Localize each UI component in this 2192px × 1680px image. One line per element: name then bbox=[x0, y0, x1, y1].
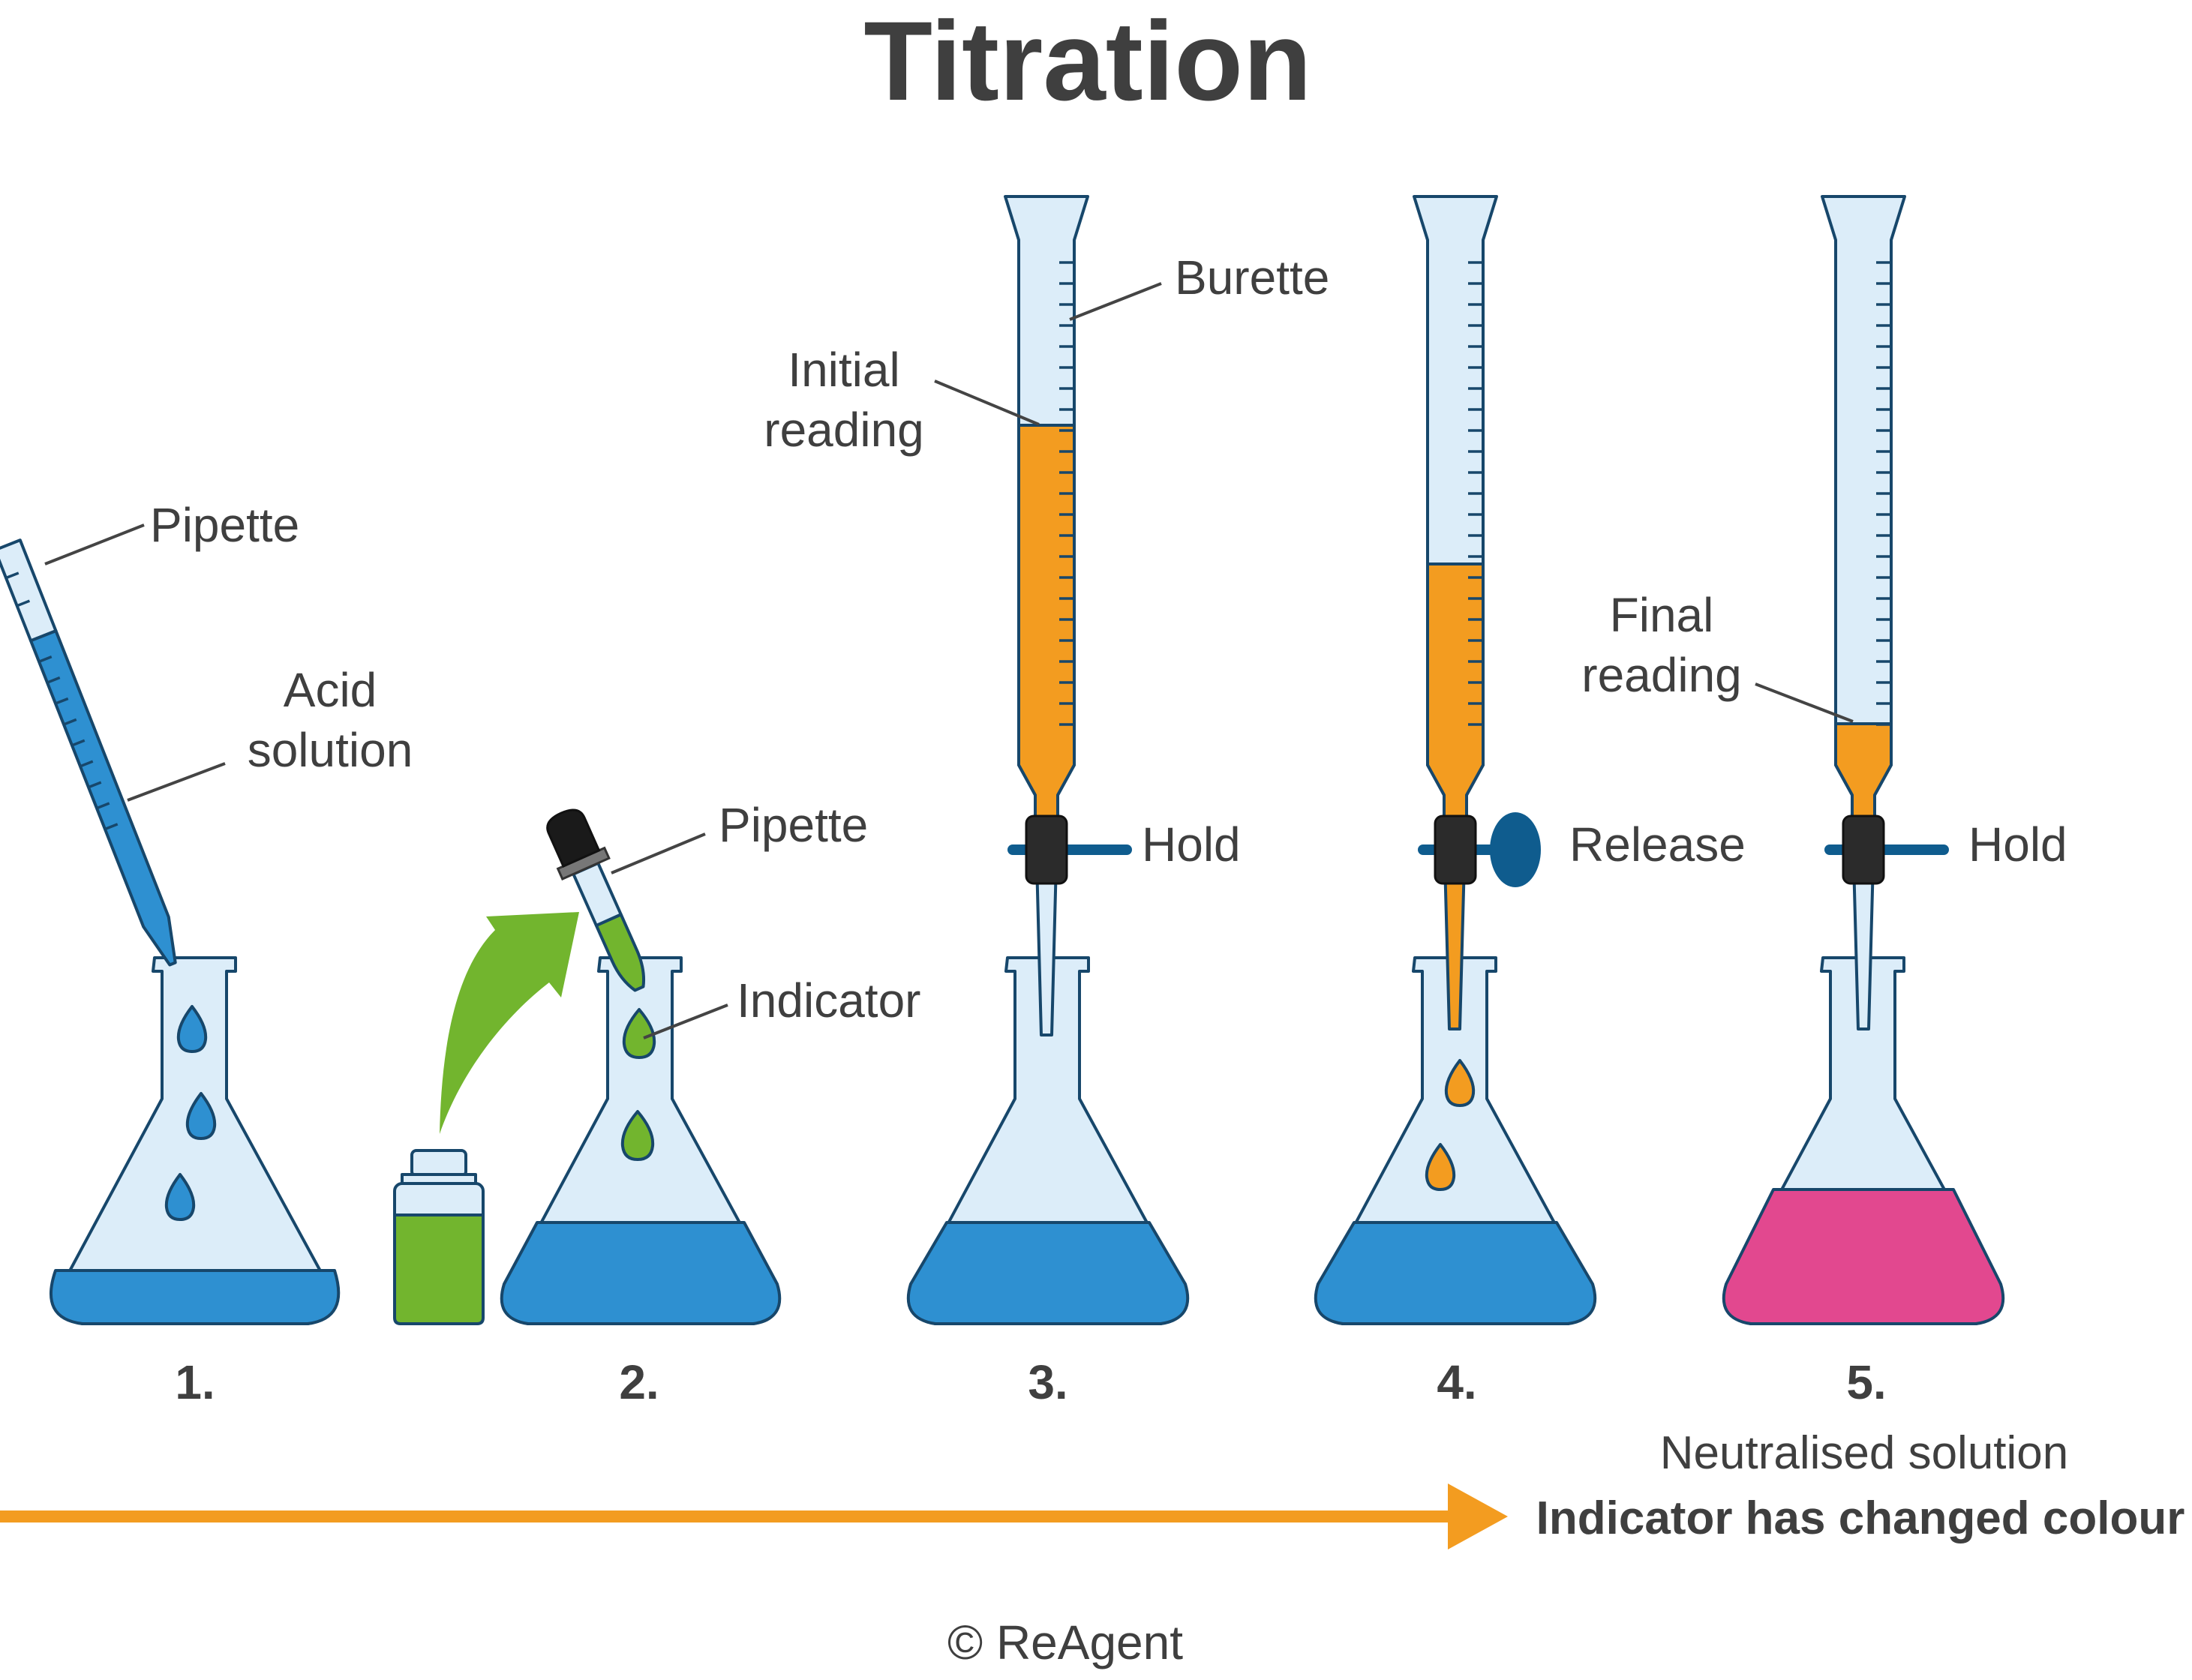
pipette-graduations bbox=[5, 572, 119, 831]
pipette-1 bbox=[0, 538, 177, 967]
label-final-line2: reading bbox=[1581, 648, 1742, 702]
burette-graduations bbox=[1468, 261, 1483, 726]
burette-4 bbox=[1413, 195, 1541, 1030]
step-number-1: 1. bbox=[175, 1355, 215, 1409]
acid-solution-1 bbox=[49, 1269, 341, 1325]
progress-arrow bbox=[0, 1484, 1508, 1550]
stopcock-3 bbox=[1025, 814, 1068, 885]
titrant-5 bbox=[1834, 722, 1893, 819]
step-3: Burette Initial reading Hold 3. bbox=[764, 195, 1329, 1409]
acid-drop-icon bbox=[176, 1005, 208, 1053]
dropper-bulb bbox=[546, 808, 601, 868]
flask-3 bbox=[906, 956, 1190, 1325]
step-number-5: 5. bbox=[1846, 1355, 1886, 1409]
step-number-4: 4. bbox=[1437, 1355, 1476, 1409]
burette-3 bbox=[1004, 195, 1132, 1036]
indicator-drop-icon bbox=[620, 1110, 655, 1161]
step-2: Pipette Indicator 2. bbox=[393, 798, 920, 1409]
stopcock-5 bbox=[1842, 814, 1885, 885]
caption-line1: Neutralised solution bbox=[1660, 1427, 2069, 1479]
titrant-drop-icon bbox=[1444, 1059, 1476, 1107]
arrow-head-icon bbox=[1448, 1484, 1508, 1550]
label-hold-5: Hold bbox=[1968, 818, 2067, 872]
label-initial-line1: Initial bbox=[788, 343, 899, 397]
flask-2 bbox=[500, 956, 782, 1325]
titrant-3 bbox=[1017, 424, 1076, 819]
label-acid-line1: Acid bbox=[284, 663, 377, 717]
label-hold-3: Hold bbox=[1142, 818, 1241, 872]
label-release-4: Release bbox=[1569, 818, 1746, 872]
burette-graduations bbox=[1876, 261, 1891, 726]
label-initial-line2: reading bbox=[764, 403, 924, 457]
stopcock-4 bbox=[1434, 814, 1477, 885]
step-5: Final reading Hold 5. Neutralised soluti… bbox=[1536, 195, 2185, 1544]
acid-solution-4 bbox=[1314, 1221, 1597, 1325]
caption-line2: Indicator has changed colour bbox=[1536, 1492, 2185, 1544]
label-indicator: Indicator bbox=[737, 974, 920, 1028]
transfer-arrow-icon bbox=[440, 912, 579, 1134]
label-final-line1: Final bbox=[1610, 588, 1714, 642]
titrant-drop-icon bbox=[1425, 1143, 1456, 1191]
neutralised-solution bbox=[1722, 1188, 2005, 1325]
diagram-title: Titration bbox=[863, 0, 1311, 124]
label-burette: Burette bbox=[1175, 250, 1329, 304]
step-number-2: 2. bbox=[619, 1355, 659, 1409]
acid-drop-icon bbox=[185, 1092, 217, 1140]
label-acid-line2: solution bbox=[248, 723, 413, 777]
acid-solution-2 bbox=[500, 1221, 782, 1325]
flask-4 bbox=[1314, 956, 1597, 1325]
step-4: Release 4. bbox=[1314, 195, 1746, 1409]
acid-solution-3 bbox=[906, 1221, 1190, 1325]
acid-drop-icon bbox=[164, 1173, 196, 1221]
flask-5 bbox=[1722, 956, 2005, 1325]
dropper-pipette bbox=[546, 808, 646, 992]
indicator-bottle bbox=[393, 1149, 485, 1325]
label-pipette-2: Pipette bbox=[719, 798, 868, 852]
titrant-4 bbox=[1426, 562, 1485, 819]
step-number-3: 3. bbox=[1028, 1355, 1067, 1409]
step-1: Pipette Acid solution 1. bbox=[0, 498, 413, 1409]
burette-5 bbox=[1821, 195, 1949, 1030]
burette-graduations bbox=[1059, 261, 1074, 726]
label-pipette-1: Pipette bbox=[150, 498, 299, 552]
tap-handle-turned-4 bbox=[1490, 812, 1541, 887]
flask-1 bbox=[49, 956, 341, 1325]
copyright: © ReAgent bbox=[947, 1616, 1183, 1670]
